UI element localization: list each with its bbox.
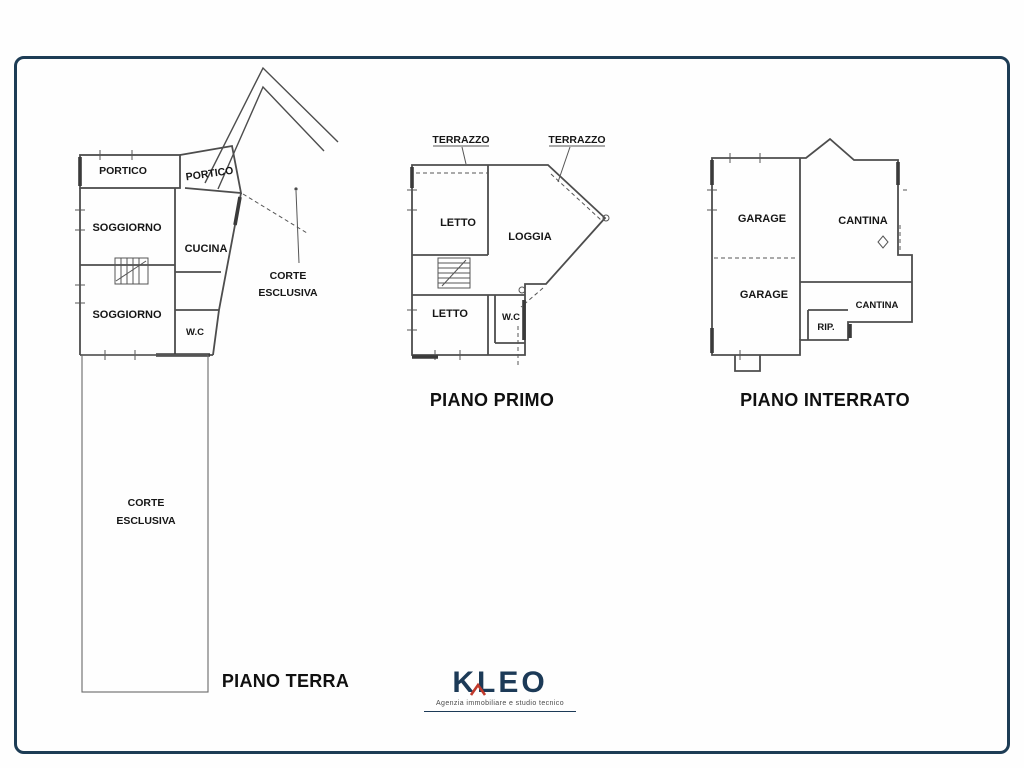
room-label-portico-side: PORTICO	[185, 165, 234, 184]
room-label-garage-upper: GARAGE	[738, 213, 786, 225]
terra-courtyard-outline	[81, 354, 209, 693]
footer-logo-block: KLEO Agenzia immobiliare e studio tecnic…	[400, 666, 600, 712]
plan-title-primo: PIANO PRIMO	[429, 390, 555, 410]
logo-tagline: Agenzia immobiliare e studio tecnico	[435, 700, 564, 707]
room-label-wc-primo: W.C	[502, 312, 520, 323]
kleo-roof-icon	[469, 682, 487, 696]
interrato-walls	[711, 137, 913, 372]
sheet-border	[14, 56, 1010, 754]
primo-walls	[411, 164, 607, 356]
room-label-soggiorno-upper: SOGGIORNO	[92, 222, 162, 234]
primo-stairs	[437, 257, 471, 289]
kleo-logo: KLEO	[400, 666, 600, 699]
primo-door-pivots	[518, 214, 610, 294]
footer-divider	[424, 711, 576, 712]
terra-stairs	[114, 257, 149, 285]
terra-annotation-leader	[294, 187, 300, 264]
room-label-wc-terra: W.C	[186, 327, 204, 338]
interrato-wall-fills	[710, 160, 900, 353]
courtyard-label-line1: CORTE	[128, 497, 165, 509]
primo-terrace-dashes	[416, 172, 602, 368]
courtyard-label-line2: ESCLUSIVA	[116, 515, 176, 527]
room-label-soggiorno-lower: SOGGIORNO	[92, 309, 162, 321]
interrato-dashed-lines	[714, 225, 901, 259]
primo-wall-fills	[410, 167, 526, 359]
plan-primo-drawing: TERRAZZO TERRAZZO LETTO LOGGIA LETTO W.C	[407, 134, 610, 368]
room-label-portico-top: PORTICO	[99, 165, 147, 177]
room-label-letto-lower: LETTO	[432, 308, 468, 320]
room-label-garage-lower: GARAGE	[740, 289, 788, 301]
primo-annotation-leaders	[433, 145, 605, 183]
label-terrazzo-left: TERRAZZO	[432, 134, 489, 146]
annotation-corte-line2: ESCLUSIVA	[258, 287, 318, 299]
room-label-cucina: CUCINA	[185, 243, 228, 255]
room-label-rip: RIP.	[817, 322, 834, 333]
interrato-window-marks	[707, 153, 907, 360]
room-label-letto-upper: LETTO	[440, 217, 476, 229]
plan-title-terra: PIANO TERRA	[221, 671, 350, 691]
plan-terra-drawing: PORTICO PORTICO SOGGIORNO CUCINA SOGGIOR…	[75, 66, 339, 693]
terra-wall-fills	[78, 157, 242, 357]
interrato-diamond-marker	[877, 235, 889, 249]
room-label-cantina-lower: CANTINA	[856, 300, 899, 311]
kleo-logo-text: KLEO	[452, 666, 548, 699]
plan-interrato-drawing: GARAGE CANTINA GARAGE CANTINA RIP.	[707, 137, 913, 372]
room-label-loggia: LOGGIA	[508, 231, 551, 243]
room-label-cantina-upper: CANTINA	[838, 215, 888, 227]
terra-window-marks	[75, 150, 136, 360]
primo-window-marks	[407, 189, 461, 360]
plan-title-interrato: PIANO INTERRATO	[740, 390, 910, 410]
terra-dashed-boundary	[242, 193, 308, 234]
annotation-corte-line1: CORTE	[270, 270, 307, 282]
label-terrazzo-right: TERRAZZO	[548, 134, 605, 146]
